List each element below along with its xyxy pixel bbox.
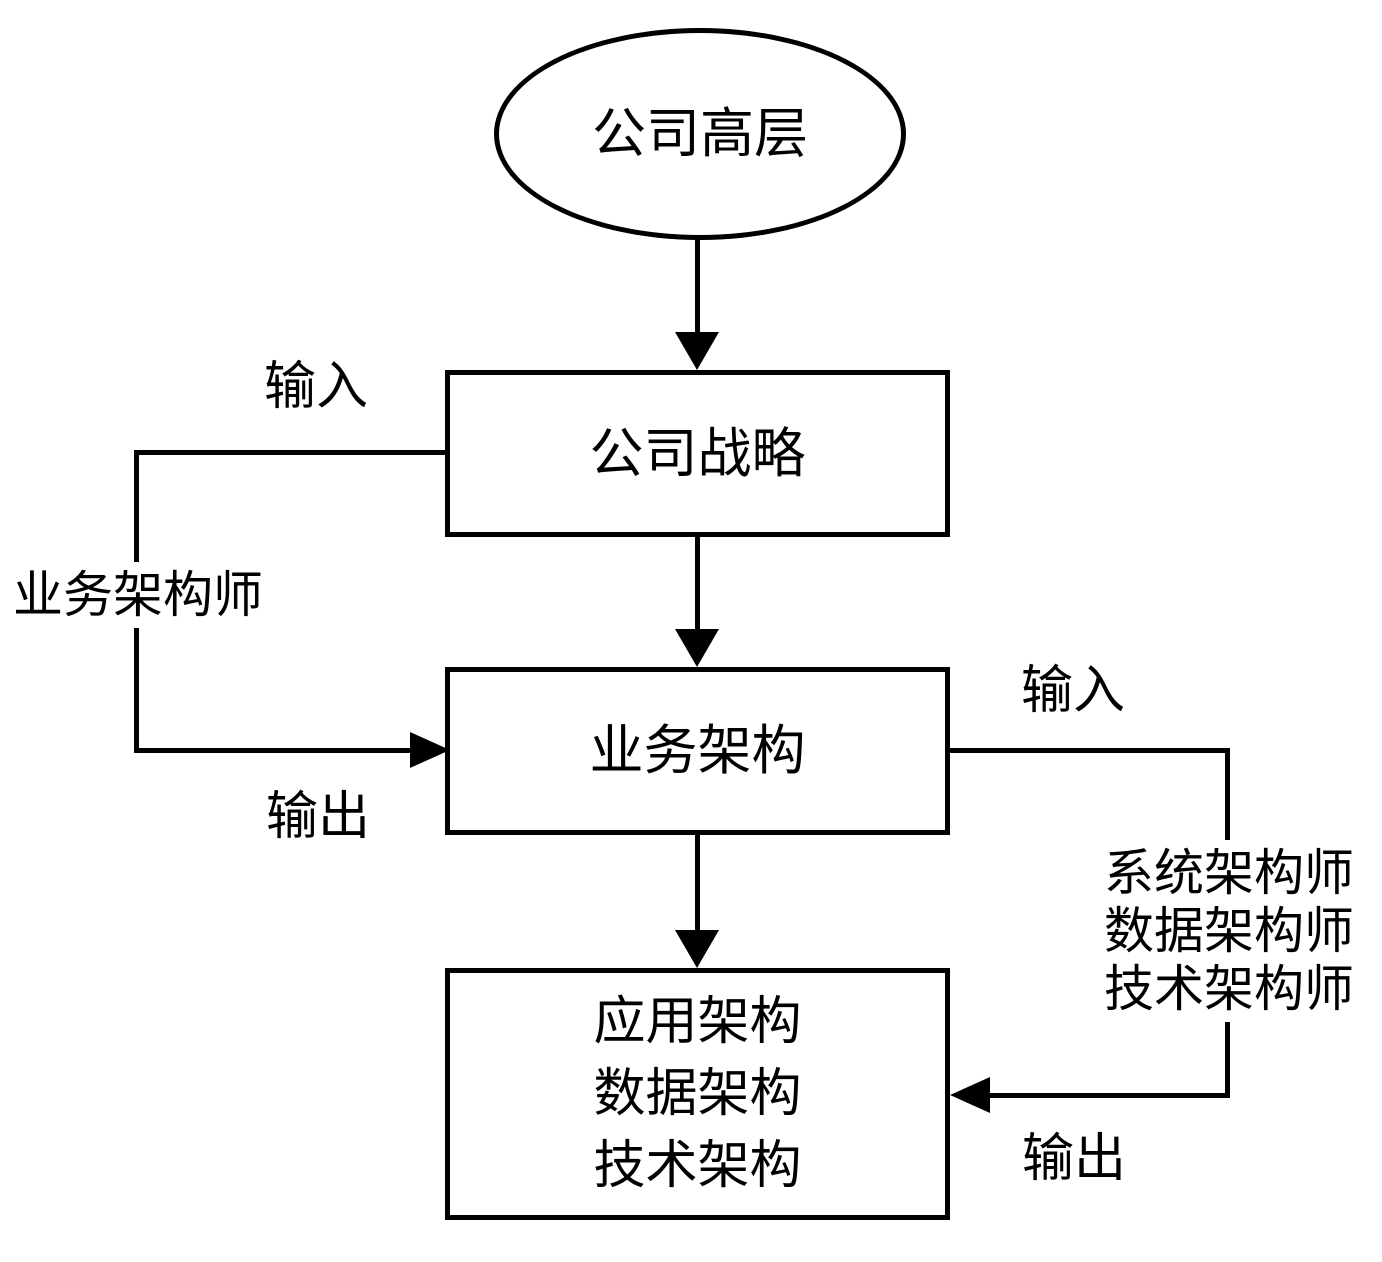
- node-company-executives-label: 公司高层: [592, 104, 808, 164]
- node-target-architectures-line3: 技术架构: [593, 1137, 802, 1195]
- node-target-architectures: 应用架构 数据架构 技术架构: [445, 968, 950, 1220]
- label-left-input: 输入: [263, 358, 368, 416]
- right-loop-bottom-line: [990, 1093, 1230, 1098]
- label-system-architect: 系统架构师: [1104, 845, 1354, 901]
- edge-executives-strategy-line: [695, 238, 700, 334]
- edge-executives-strategy-arrowhead-icon: [675, 332, 719, 370]
- left-loop-top-line: [134, 450, 450, 455]
- node-company-strategy: 公司战略: [445, 370, 950, 537]
- label-architect-roles: 系统架构师 数据架构师 技术架构师: [1094, 840, 1364, 1022]
- label-left-output: 输出: [265, 788, 370, 846]
- node-target-architectures-line2: 数据架构: [593, 1065, 802, 1123]
- right-loop-top-line: [948, 748, 1230, 753]
- label-business-architect-role: 业务架构师: [8, 562, 268, 628]
- label-data-architect: 数据架构师: [1104, 903, 1354, 959]
- node-company-executives: 公司高层: [494, 28, 906, 240]
- node-business-architecture-label: 业务架构: [589, 721, 806, 781]
- label-right-output: 输出: [1021, 1130, 1126, 1188]
- node-business-architecture: 业务架构: [445, 667, 950, 835]
- right-loop-arrowhead-icon: [950, 1077, 990, 1113]
- left-loop-arrowhead-icon: [410, 732, 450, 768]
- label-right-input: 输入: [1020, 662, 1125, 720]
- edge-business-target-line: [695, 835, 700, 932]
- label-technology-architect: 技术架构师: [1104, 961, 1354, 1017]
- node-company-strategy-label: 公司战略: [589, 423, 806, 484]
- node-target-architectures-line1: 应用架构: [593, 993, 802, 1051]
- edge-strategy-business-line: [695, 537, 700, 631]
- edge-strategy-business-arrowhead-icon: [675, 629, 719, 667]
- left-loop-bottom-line: [134, 748, 414, 753]
- edge-business-target-arrowhead-icon: [675, 930, 719, 968]
